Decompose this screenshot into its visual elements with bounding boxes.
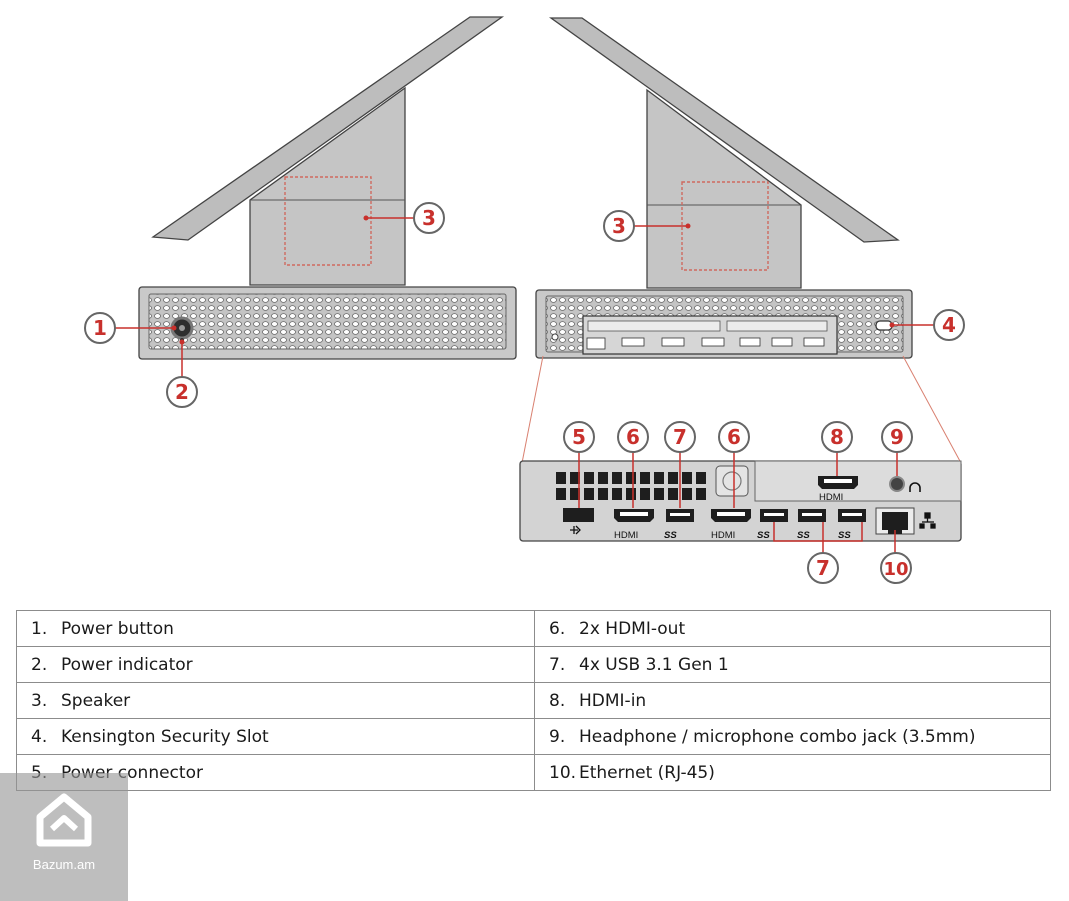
rear-wing [548,17,900,243]
rear-speaker-zone [681,181,769,271]
hdmi-in-label: HDMI [819,492,843,503]
callout-1: 1 [84,312,116,344]
legend-cell: 7. 4x USB 3.1 Gen 1 [534,646,1051,683]
legend-number: 10. [549,762,577,783]
legend-cell: 1. Power button [16,610,535,647]
leader-dots [171,215,895,345]
callout-number: 1 [93,316,107,340]
legend-label: Speaker [61,690,131,711]
legend-number: 4. [31,726,48,747]
callout-number: 6 [626,425,640,449]
front-wing [151,16,505,241]
legend-cell: 3. Speaker [16,682,535,719]
audio-jack-icon [889,476,905,492]
callout-number: 7 [673,425,687,449]
callout-3-front: 3 [413,202,445,234]
legend-number: 7. [549,654,566,675]
callout-number: 6 [727,425,741,449]
usb-label: SS [797,530,810,541]
legend-cell: 6. 2x HDMI-out [534,610,1051,647]
legend-number: 8. [549,690,566,711]
callout-number: 10 [883,559,908,580]
legend-row: 2. Power indicator 7. 4x USB 3.1 Gen 1 [16,646,1051,683]
legend-label: Power button [61,618,174,639]
callout-5: 5 [563,421,595,453]
legend-number: 3. [31,690,48,711]
legend-cell: 10.Ethernet (RJ-45) [534,754,1051,791]
watermark: Bazum.am [0,773,128,901]
legend-cell: 8. HDMI-in [534,682,1051,719]
legend-cell: 9. Headphone / microphone combo jack (3.5… [534,718,1051,755]
legend-label: 2x HDMI-out [579,618,686,639]
hdmi-out-label: HDMI [711,530,735,541]
front-speaker-zone [284,176,372,266]
legend-label: Power indicator [61,654,193,675]
headphone-icon [909,482,921,492]
legend-row: 4. Kensington Security Slot 9. Headphone / … [16,718,1051,755]
callout-number: 2 [175,380,189,404]
legend-label: HDMI-in [579,690,647,711]
callout-number: 7 [816,556,830,580]
bazum-logo-icon [36,793,92,847]
legend-number: 9. [549,726,566,747]
callout-number: 5 [572,425,586,449]
legend-row: 3. Speaker 8. HDMI-in [16,682,1051,719]
front-view [138,16,517,360]
callout-2: 2 [166,376,198,408]
zoom-line-left [521,355,544,464]
callout-4: 4 [933,309,965,341]
legend-number: 1. [31,618,48,639]
callout-7-bottom: 7 [807,552,839,584]
usb-label: SS [664,530,677,541]
legend-number: 2. [31,654,48,675]
legend-label: Headphone / microphone combo jack (3.5mm… [579,726,976,747]
legend-label: 4x USB 3.1 Gen 1 [579,654,729,675]
legend-number: 6. [549,618,566,639]
leader-lines [115,217,934,553]
rear-view [535,17,913,359]
legend-cell: 2. Power indicator [16,646,535,683]
rear-pillar [646,88,802,289]
front-pillar [249,86,406,286]
front-grille [148,293,507,350]
legend-cell: 4. Kensington Security Slot [16,718,535,755]
callout-7-top: 7 [664,421,696,453]
callout-number: 9 [890,425,904,449]
callout-number: 8 [830,425,844,449]
callout-number: 3 [612,214,626,238]
callout-6-right: 6 [718,421,750,453]
power-connector-icon [563,508,594,522]
vent-slots [556,472,706,500]
port-panel-zoom: HDMI SS HDMI SS SS SS HDMI [519,460,962,542]
callout-10: 10 [880,552,912,584]
callout-number: 4 [942,313,956,337]
network-icon [919,512,936,529]
legend-label: Ethernet (RJ-45) [579,762,715,783]
callout-8: 8 [821,421,853,453]
hdmi-out-label: HDMI [614,530,638,541]
legend-label: Kensington Security Slot [61,726,269,747]
callout-9: 9 [881,421,913,453]
parts-legend-table: 1. Power button 6. 2x HDMI-out 2. Power indic… [16,610,1051,791]
callout-6-left: 6 [617,421,649,453]
usb-label: SS [838,530,851,541]
device-diagram: HDMI SS HDMI SS SS SS HDMI [84,16,965,584]
legend-row: 1. Power button 6. 2x HDMI-out [16,610,1051,647]
callout-3-rear: 3 [603,210,635,242]
callout-number: 3 [422,206,436,230]
screw-mount [715,465,749,497]
watermark-text: Bazum.am [32,857,96,872]
usb-label: SS [757,530,770,541]
zoom-line-right [902,355,962,464]
